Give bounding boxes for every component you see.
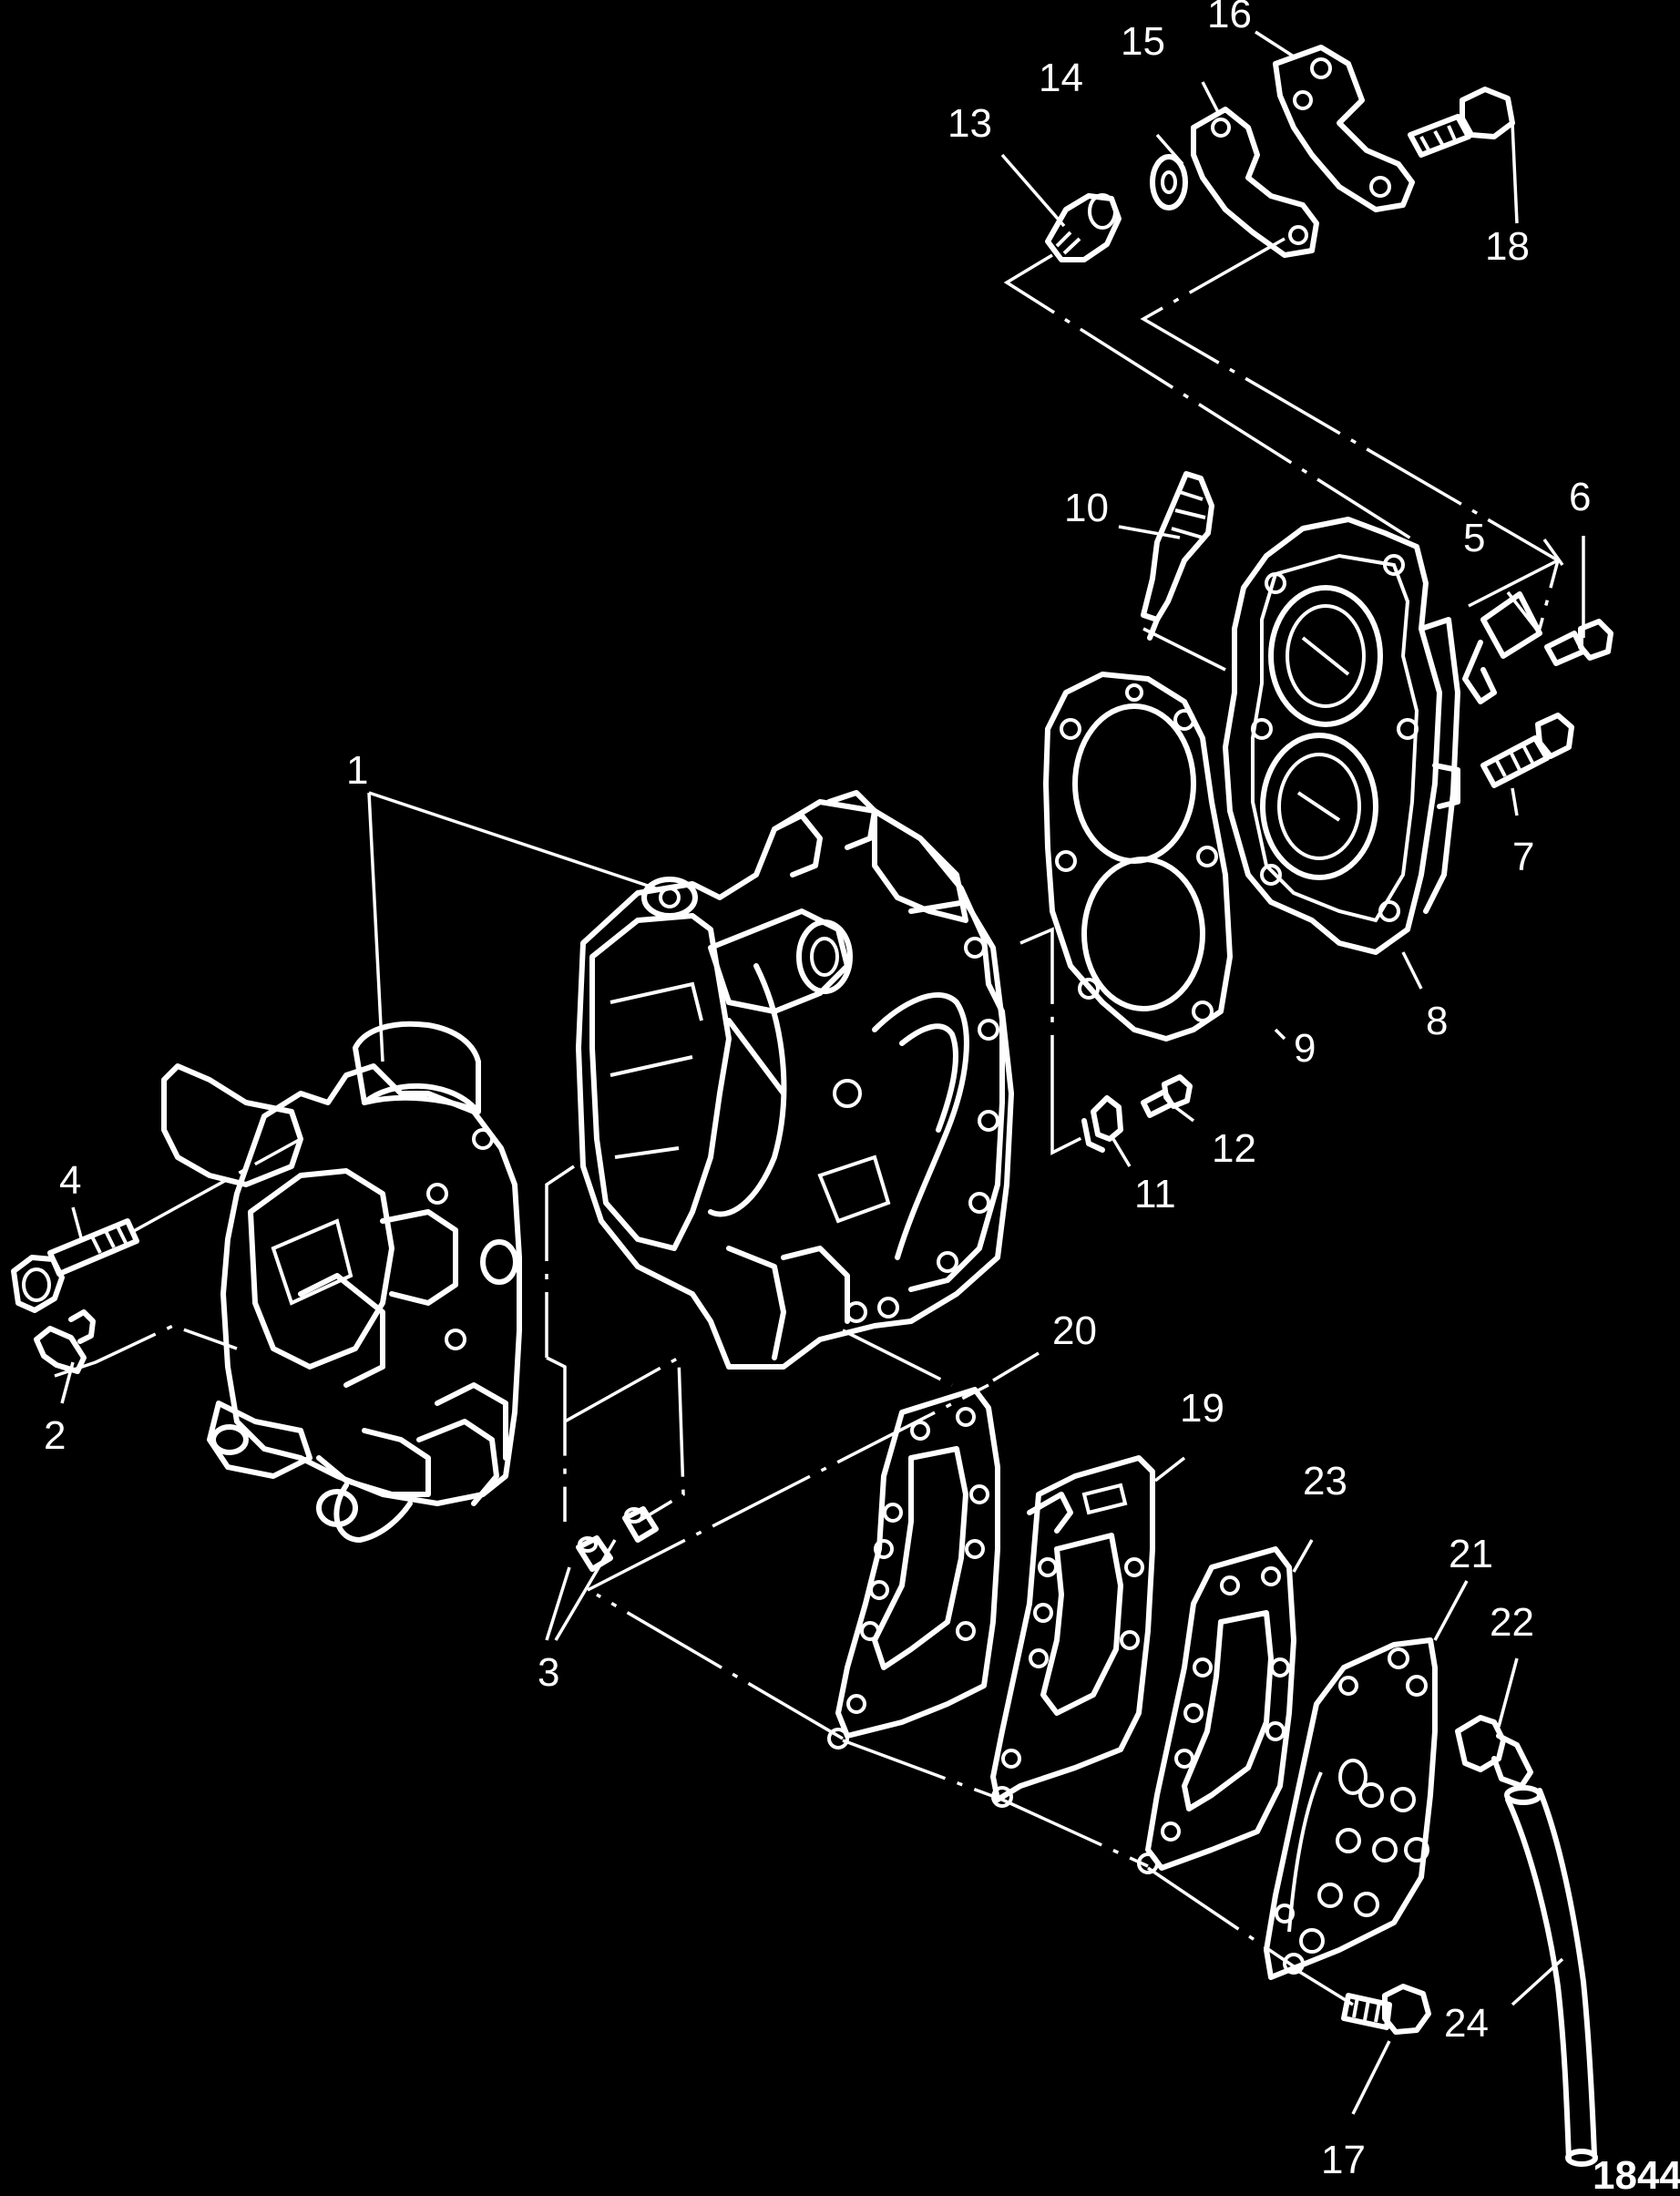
part-12-screw: [1141, 1074, 1193, 1118]
callout-18: 18: [1485, 224, 1530, 269]
part-23-gasket: [1137, 1546, 1296, 1874]
callout-4: 4: [59, 1158, 81, 1203]
callout-5: 5: [1463, 516, 1485, 560]
callout-11: 11: [1134, 1172, 1176, 1216]
part-9-head-gasket: [1043, 672, 1233, 1042]
part-13-plug: [1045, 193, 1122, 262]
part-8-cylinder-head: [1223, 517, 1460, 955]
assembly-lines: [54, 237, 1561, 2006]
callout-17: 17: [1321, 2138, 1366, 2182]
callout-19: 19: [1180, 1386, 1224, 1431]
callout-15: 15: [1121, 19, 1165, 64]
callout-3: 3: [538, 1650, 559, 1695]
callout-23: 23: [1303, 1459, 1347, 1503]
callout-16: 16: [1207, 0, 1252, 36]
part-14-washer: [1150, 154, 1188, 210]
callout-10: 10: [1064, 486, 1109, 530]
callout-1: 1: [346, 748, 368, 793]
callout-24: 24: [1444, 2001, 1489, 2046]
part-18-bolt: [1408, 87, 1515, 158]
part-24-hose: [1504, 1785, 1598, 2167]
part-22-fitting: [1455, 1715, 1533, 1789]
part-2-fitting: [34, 1309, 96, 1374]
part-17-bolt: [1341, 1984, 1431, 2035]
part-5-bracket: [1462, 591, 1542, 704]
part-20-gasket: [827, 1387, 1000, 1750]
callout-7: 7: [1512, 835, 1534, 879]
part-16-cover: [1273, 45, 1415, 212]
callout-20: 20: [1052, 1308, 1097, 1353]
part-7-bolt: [1480, 713, 1574, 788]
part-6-screw: [1544, 619, 1613, 666]
callout-2: 2: [44, 1413, 66, 1458]
part-15-gasket: [1191, 107, 1319, 258]
crankcase-cover: [161, 1021, 522, 1543]
callout-9: 9: [1294, 1026, 1316, 1071]
figure-number: 1844: [1593, 2153, 1680, 2196]
part-10-spark-plug: [1141, 471, 1214, 641]
part-21-cover: [1264, 1637, 1438, 1980]
leader-lines: [60, 30, 1585, 2115]
callout-13: 13: [948, 101, 992, 146]
callout-8: 8: [1426, 999, 1448, 1043]
part-11-clip: [1081, 1095, 1123, 1153]
callout-labels: 1 2 3 4 5 6 7 8 9 10 11 12 13 14 15 16 1…: [44, 0, 1680, 2196]
part-3-dowel-pins: [576, 1506, 659, 1572]
callout-21: 21: [1449, 1532, 1493, 1576]
callout-6: 6: [1569, 475, 1591, 519]
part-4-bolt: [11, 1218, 139, 1313]
part-1-cylinder-block: [576, 790, 1014, 1370]
part-19-plate: [990, 1455, 1155, 1808]
callout-12: 12: [1212, 1126, 1256, 1171]
callout-22: 22: [1490, 1600, 1534, 1645]
callout-14: 14: [1039, 56, 1083, 100]
